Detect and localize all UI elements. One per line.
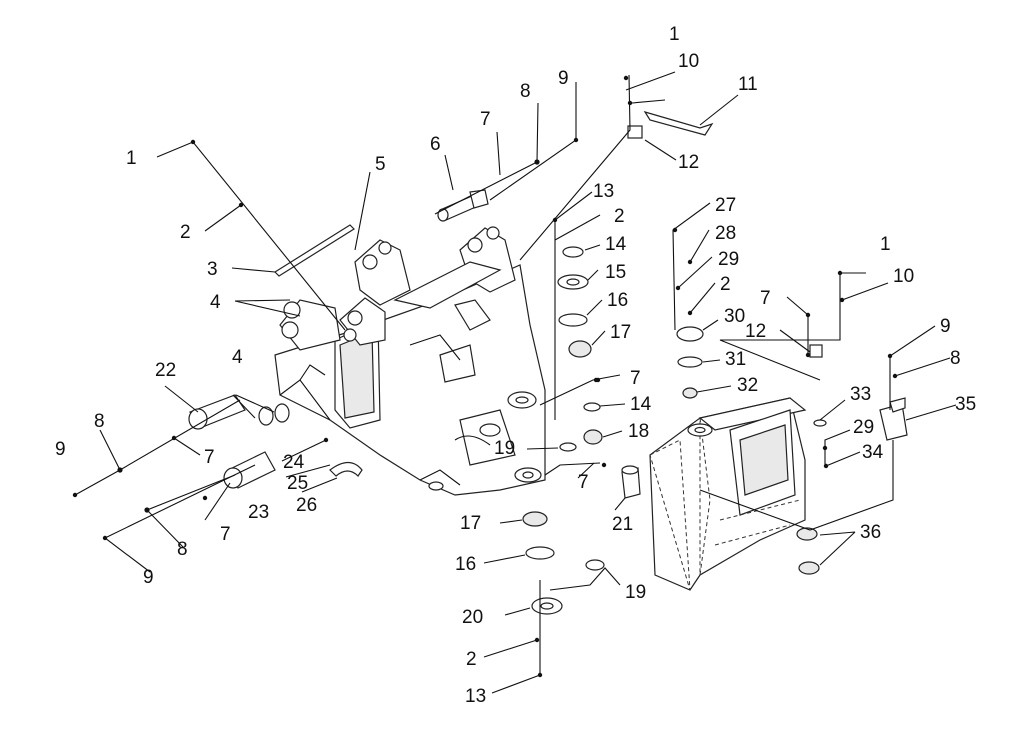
callout-label: 12 [678, 152, 699, 173]
callout-label: 9 [940, 316, 951, 337]
callout-label: 1 [126, 148, 137, 169]
bracket-26 [329, 461, 363, 477]
callout-label: 4 [210, 292, 221, 313]
callout-label: 30 [724, 306, 745, 327]
washer-14b [583, 402, 601, 412]
callout-label: 14 [630, 394, 652, 415]
leader-dots [72, 75, 898, 678]
callout-label: 12 [745, 321, 766, 342]
washer-33 [813, 419, 827, 427]
bearing-30 [676, 326, 704, 342]
callout-label: 9 [558, 68, 569, 89]
callout-label: 7 [630, 368, 641, 389]
callout-label: 1 [669, 24, 680, 45]
callout-label: 7 [578, 472, 589, 493]
callout-label: 22 [155, 360, 176, 381]
rear-frame [649, 397, 807, 591]
callout-label: 28 [715, 223, 736, 244]
callout-label: 9 [55, 439, 66, 460]
callout-label: 19 [494, 438, 515, 459]
callout-label: 36 [860, 522, 881, 543]
callout-label: 6 [430, 134, 441, 155]
callout-label: 14 [605, 234, 627, 255]
bracket-11 [643, 110, 714, 136]
washer-14a [562, 246, 584, 258]
callout-label: 8 [177, 539, 188, 560]
callout-label: 13 [465, 686, 486, 707]
callout-label: 20 [462, 607, 483, 628]
callout-label: 15 [605, 262, 626, 283]
ring-19a [559, 442, 577, 452]
callout-label: 16 [455, 554, 476, 575]
callout-label: 24 [283, 452, 305, 473]
callout-label: 29 [718, 249, 739, 270]
callout-label: 8 [94, 411, 105, 432]
callout-label: 32 [737, 375, 758, 396]
callout-label: 2 [180, 222, 191, 243]
bushing-18 [583, 429, 603, 445]
bearing-17a [568, 340, 592, 358]
callout-label: 19 [625, 582, 646, 603]
plate-3 [274, 224, 355, 277]
bushing-32 [682, 387, 698, 399]
part-12b [809, 344, 823, 358]
callout-label: 35 [955, 394, 976, 415]
callout-label: 11 [738, 74, 758, 95]
callout-label: 2 [720, 274, 731, 295]
ring-4b [274, 403, 290, 423]
callout-label: 5 [375, 154, 386, 175]
front-frame [274, 226, 546, 496]
callout-label: 8 [520, 81, 531, 102]
callout-label: 8 [950, 348, 961, 369]
callout-label: 16 [607, 290, 628, 311]
ring-4a [258, 406, 274, 426]
callout-label: 23 [248, 502, 269, 523]
callout-label: 7 [760, 288, 771, 309]
callout-label: 1 [880, 234, 891, 255]
callout-label: 3 [207, 259, 218, 280]
callout-label: 25 [287, 473, 308, 494]
callout-label: 2 [614, 206, 625, 227]
callout-label: 13 [593, 181, 614, 202]
seal-16a [558, 313, 588, 327]
callout-label: 2 [466, 649, 477, 670]
callout-label: 17 [460, 513, 481, 534]
bushing-36b [798, 561, 820, 575]
callout-label: 34 [862, 442, 884, 463]
callout-label: 7 [204, 447, 215, 468]
seal-31 [677, 356, 703, 368]
bushing-36a [796, 527, 818, 541]
leader-lines [74, 71, 957, 694]
callout-label: 10 [893, 266, 914, 287]
callout-label: 27 [715, 195, 736, 216]
callout-labels: 1 10 11 12 9 8 7 6 5 1 2 3 4 4 22 8 9 7 … [55, 24, 976, 707]
callout-label: 21 [612, 514, 633, 535]
hardware-parts [188, 110, 908, 615]
callout-label: 17 [610, 322, 631, 343]
callout-label: 10 [678, 51, 699, 72]
callout-label: 18 [628, 421, 649, 442]
callout-label: 9 [143, 567, 154, 588]
callout-label: 33 [850, 384, 871, 405]
seal-16b [525, 546, 555, 560]
callout-label: 29 [853, 417, 874, 438]
callout-label: 7 [480, 109, 491, 130]
callout-label: 31 [725, 349, 746, 370]
callout-label: 7 [220, 524, 231, 545]
ring-19b [585, 559, 605, 571]
bearing-17b [522, 511, 548, 527]
callout-label: 26 [296, 495, 317, 516]
callout-label: 4 [232, 347, 243, 368]
